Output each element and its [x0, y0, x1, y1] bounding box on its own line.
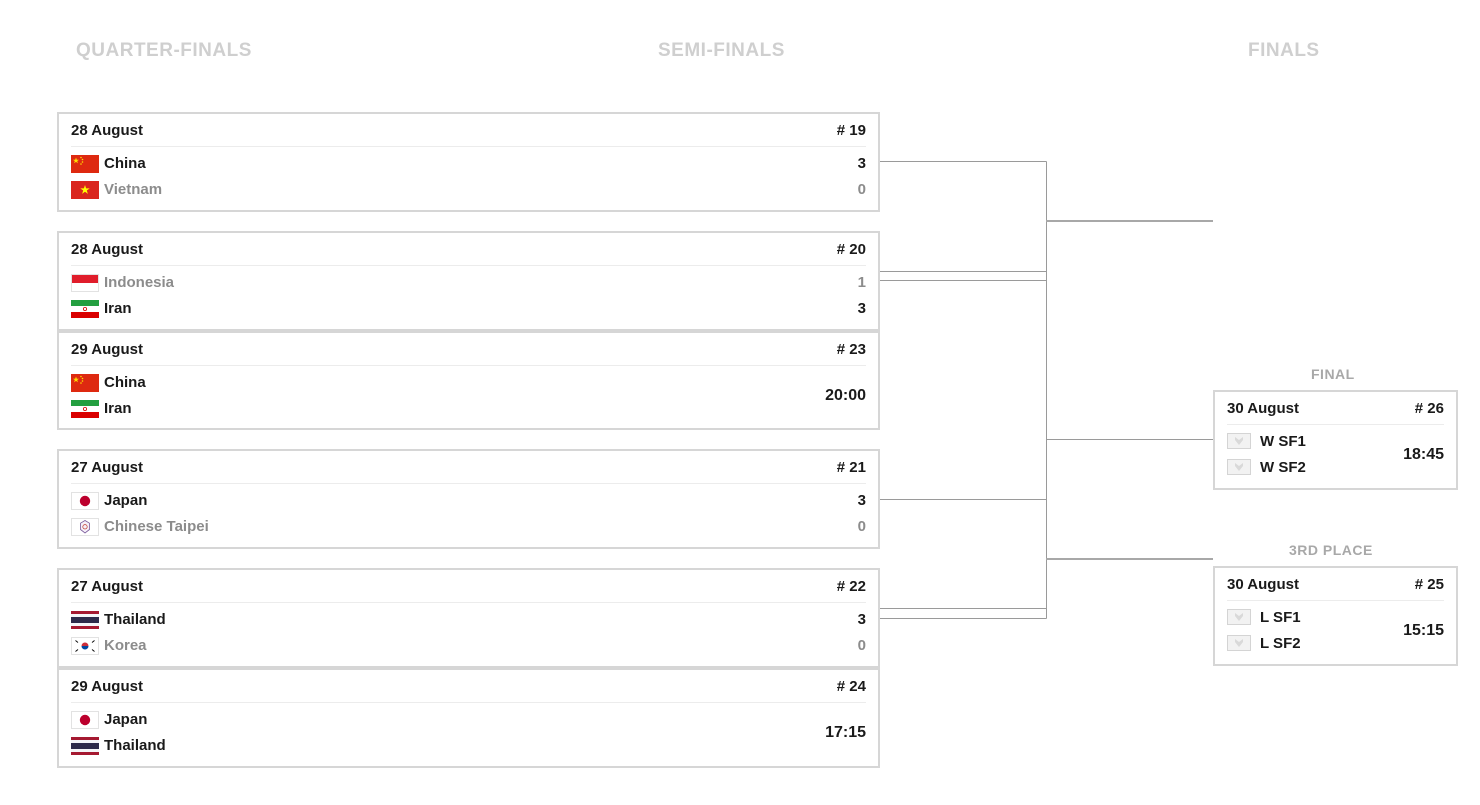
chinese-taipei-flag-icon	[71, 518, 99, 541]
match-date: 30 August	[1227, 576, 1299, 593]
team-row[interactable]: Korea 0	[71, 635, 866, 657]
team-score: 0	[857, 181, 866, 198]
iran-flag-icon	[71, 300, 99, 323]
placeholder-shield-icon	[1227, 635, 1251, 656]
match-card-22[interactable]: 27 August # 22 Thailand 3 Korea 0	[57, 568, 880, 668]
team-row[interactable]: L SF2	[1227, 633, 1444, 655]
match-date: 29 August	[71, 678, 143, 695]
third-place-label: 3RD PLACE	[1289, 542, 1373, 558]
team-row[interactable]: Japan 3	[71, 490, 866, 512]
match-number: # 21	[836, 459, 866, 476]
match-number: # 20	[836, 241, 866, 258]
team-row[interactable]: China	[71, 372, 866, 394]
china-flag-icon	[71, 374, 99, 397]
indonesia-flag-icon	[71, 274, 99, 297]
match-date: 28 August	[71, 241, 143, 258]
team-row[interactable]: China 3	[71, 153, 866, 175]
match-number: # 23	[836, 341, 866, 358]
team-score: 3	[857, 492, 866, 509]
team-score: 1	[857, 274, 866, 291]
round-header-quarter-finals: QUARTER-FINALS	[76, 40, 252, 61]
team-name: Thailand	[104, 737, 166, 754]
match-time: 18:45	[1403, 446, 1444, 463]
match-header: 30 August # 25	[1227, 574, 1444, 601]
iran-flag-icon	[71, 400, 99, 423]
team-score: 0	[857, 518, 866, 535]
team-name: Korea	[104, 637, 147, 654]
match-time: 17:15	[825, 724, 866, 741]
match-date: 27 August	[71, 459, 143, 476]
team-name: L SF2	[1260, 635, 1301, 652]
team-row[interactable]: Thailand 3	[71, 609, 866, 631]
team-score: 3	[857, 155, 866, 172]
team-row[interactable]: Vietnam 0	[71, 179, 866, 201]
team-score: 0	[857, 637, 866, 654]
match-time: 15:15	[1403, 622, 1444, 639]
match-card-23[interactable]: 29 August # 23 China Iran 20:00	[57, 331, 880, 430]
team-row[interactable]: Iran 3	[71, 298, 866, 320]
match-header: 29 August # 23	[71, 339, 866, 366]
vietnam-flag-icon	[71, 181, 99, 204]
match-number: # 19	[836, 122, 866, 139]
team-name: Iran	[104, 400, 132, 417]
match-header: 28 August # 20	[71, 239, 866, 266]
japan-flag-icon	[71, 492, 99, 515]
team-score: 3	[857, 611, 866, 628]
team-row[interactable]: Chinese Taipei 0	[71, 516, 866, 538]
team-name: Vietnam	[104, 181, 163, 198]
team-name: W SF2	[1260, 459, 1306, 476]
thailand-flag-icon	[71, 737, 99, 760]
match-date: 28 August	[71, 122, 143, 139]
round-header-finals: FINALS	[1248, 40, 1320, 61]
placeholder-shield-icon	[1227, 609, 1251, 630]
team-name: Indonesia	[104, 274, 175, 291]
thailand-flag-icon	[71, 611, 99, 634]
match-number: # 25	[1414, 576, 1444, 593]
korea-flag-icon	[71, 637, 99, 660]
team-name: Chinese Taipei	[104, 518, 209, 535]
match-date: 27 August	[71, 578, 143, 595]
match-header: 29 August # 24	[71, 676, 866, 703]
placeholder-shield-icon	[1227, 459, 1251, 480]
match-date: 30 August	[1227, 400, 1299, 417]
team-name: China	[104, 374, 146, 391]
match-card-25[interactable]: 30 August # 25 L SF1 L SF2 15:15	[1213, 566, 1458, 666]
match-header: 27 August # 22	[71, 576, 866, 603]
team-score: 3	[857, 300, 866, 317]
match-header: 28 August # 19	[71, 120, 866, 147]
team-row[interactable]: Japan	[71, 709, 866, 731]
match-card-24[interactable]: 29 August # 24 Japan Thailand 17:15	[57, 668, 880, 768]
team-row[interactable]: W SF1	[1227, 431, 1444, 453]
team-name: Thailand	[104, 611, 166, 628]
team-name: L SF1	[1260, 609, 1301, 626]
match-number: # 24	[836, 678, 866, 695]
match-card-20[interactable]: 28 August # 20 Indonesia 1 Iran 3	[57, 231, 880, 331]
team-name: Japan	[104, 711, 148, 728]
team-row[interactable]: Iran	[71, 398, 866, 420]
team-row[interactable]: L SF1	[1227, 607, 1444, 629]
match-date: 29 August	[71, 341, 143, 358]
team-row[interactable]: W SF2	[1227, 457, 1444, 479]
team-row[interactable]: Thailand	[71, 735, 866, 757]
japan-flag-icon	[71, 711, 99, 734]
match-card-19[interactable]: 28 August # 19 China 3 Vietnam 0	[57, 112, 880, 212]
team-name: W SF1	[1260, 433, 1306, 450]
team-name: China	[104, 155, 146, 172]
match-card-21[interactable]: 27 August # 21 Japan 3 Chinese Taipei 0	[57, 449, 880, 549]
match-header: 30 August # 26	[1227, 398, 1444, 425]
match-number: # 22	[836, 578, 866, 595]
team-name: Japan	[104, 492, 148, 509]
match-time: 20:00	[825, 387, 866, 404]
match-number: # 26	[1414, 400, 1444, 417]
team-row[interactable]: Indonesia 1	[71, 272, 866, 294]
final-label: FINAL	[1311, 366, 1355, 382]
match-header: 27 August # 21	[71, 457, 866, 484]
match-card-26[interactable]: 30 August # 26 W SF1 W SF2 18:45	[1213, 390, 1458, 490]
china-flag-icon	[71, 155, 99, 178]
round-header-semi-finals: SEMI-FINALS	[658, 40, 785, 61]
team-name: Iran	[104, 300, 132, 317]
placeholder-shield-icon	[1227, 433, 1251, 454]
